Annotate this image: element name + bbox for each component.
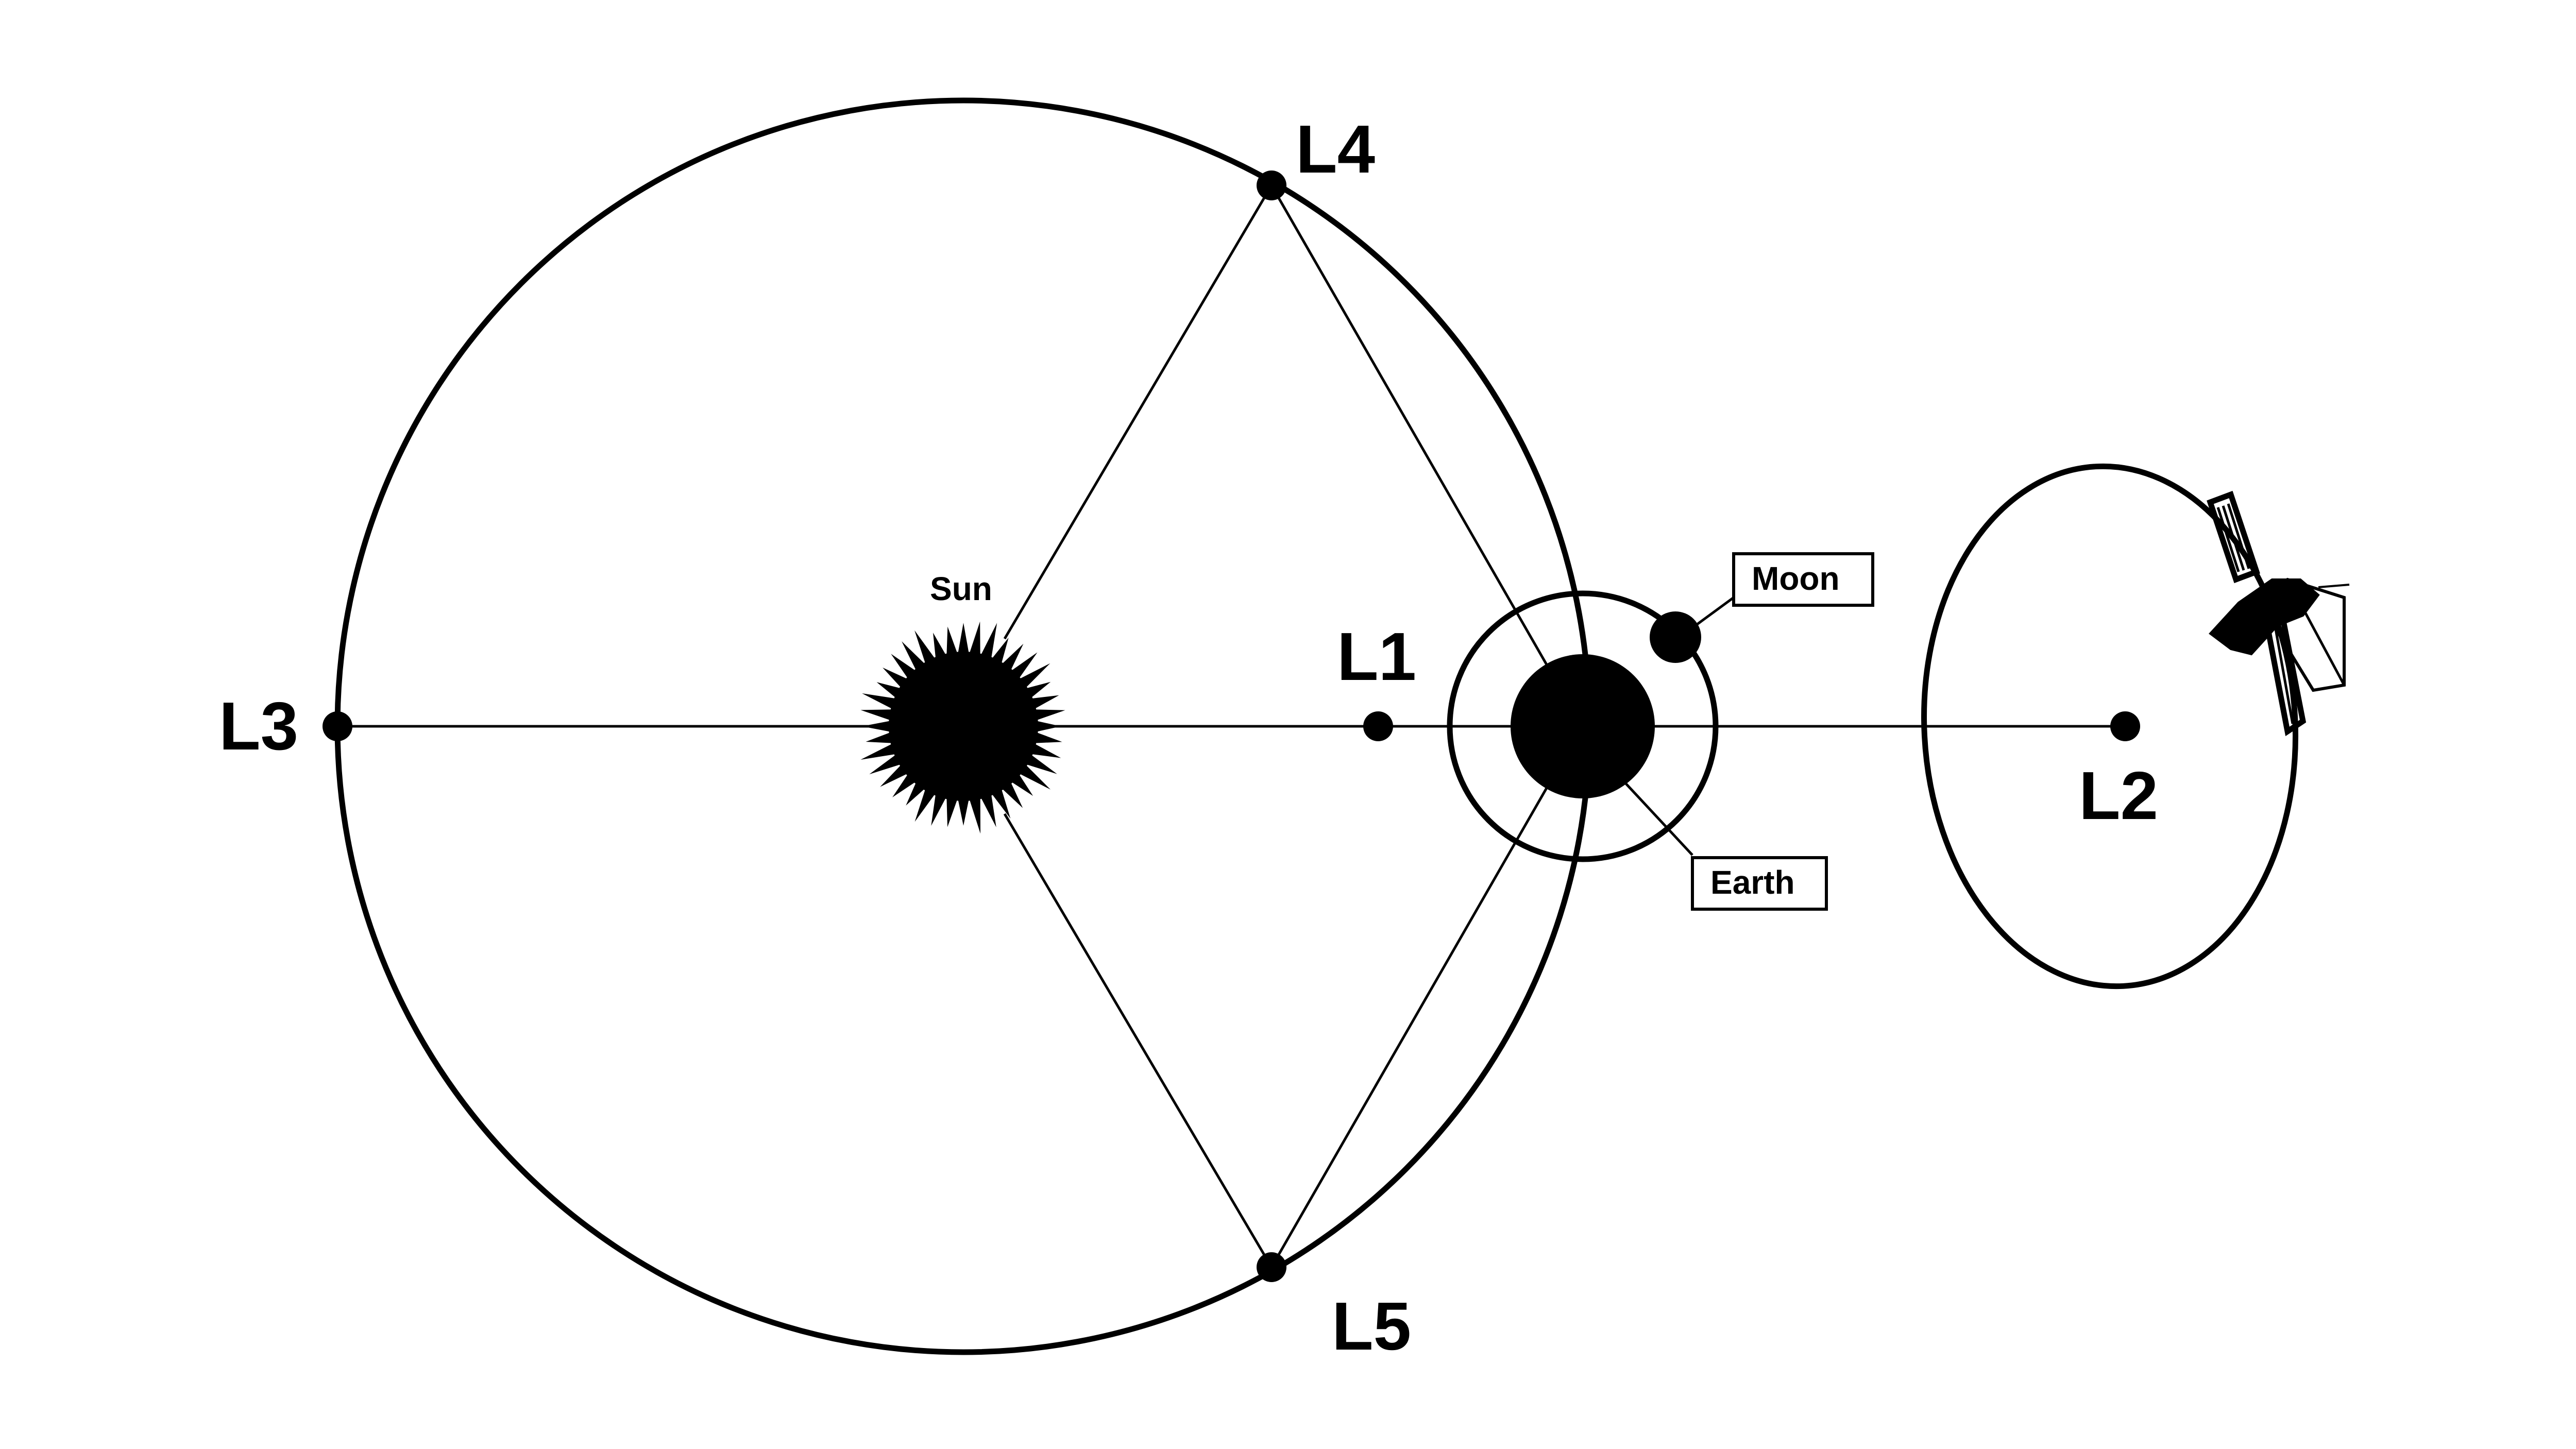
l2-label: L2 bbox=[2079, 758, 2158, 833]
l4-triangle bbox=[1003, 183, 1581, 722]
spacecraft-icon bbox=[2207, 490, 2350, 737]
earth-leader-line bbox=[1622, 779, 1693, 856]
moon-label: Moon bbox=[1752, 560, 1840, 597]
earth bbox=[1511, 654, 1655, 798]
l5-label: L5 bbox=[1332, 1288, 1411, 1364]
moon-orbit bbox=[1447, 590, 1719, 862]
moon-leader-line bbox=[1694, 596, 1735, 627]
l2-point bbox=[2110, 711, 2140, 741]
l3-label: L3 bbox=[219, 688, 298, 764]
l4-label: L4 bbox=[1296, 111, 1375, 187]
moon bbox=[1650, 611, 1701, 663]
l3-point bbox=[323, 711, 352, 741]
l1-point bbox=[1363, 711, 1393, 741]
earth-callout-box bbox=[1691, 856, 1828, 911]
l5-triangle bbox=[1003, 730, 1581, 1270]
l4-point bbox=[1257, 171, 1286, 200]
moon-callout-box bbox=[1732, 552, 1874, 607]
earth-label: Earth bbox=[1710, 864, 1795, 901]
l5-point bbox=[1257, 1252, 1286, 1282]
sun-icon bbox=[860, 621, 1065, 834]
l2-halo-orbit bbox=[1921, 463, 2298, 990]
sun-label: Sun bbox=[930, 570, 992, 607]
l1-label: L1 bbox=[1337, 619, 1416, 694]
